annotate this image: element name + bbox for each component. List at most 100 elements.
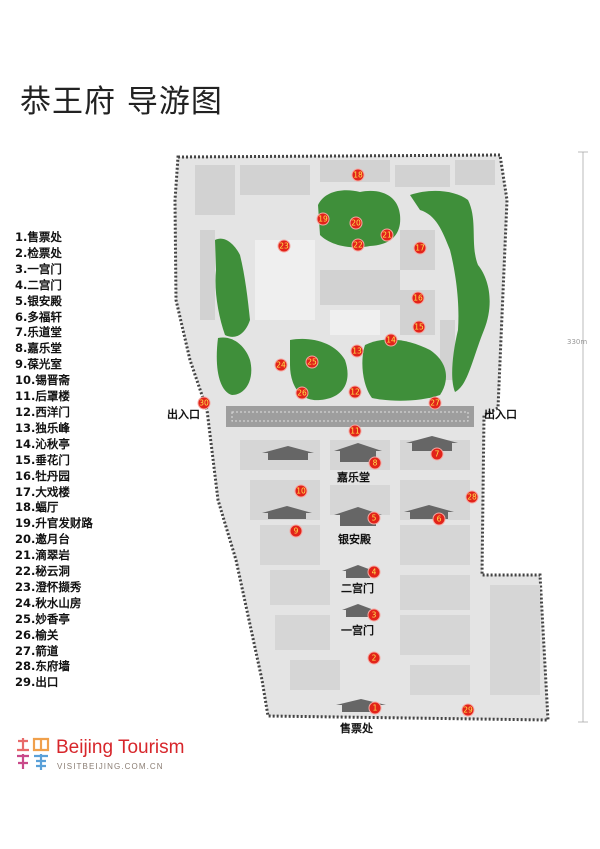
legend-item: 13.独乐峰: [15, 420, 70, 435]
marker-23-number: 23: [279, 242, 289, 251]
legend-item: 15.垂花门: [15, 452, 70, 467]
marker-10-number: 10: [296, 487, 306, 496]
marker-17[interactable]: 17: [413, 241, 427, 255]
map-title: 恭王府 导游图: [20, 84, 223, 120]
legend-item: 18.蝠厅: [15, 500, 59, 515]
marker-28-number: 28: [467, 493, 477, 502]
marker-10[interactable]: 10: [294, 484, 308, 498]
jialetang-label: 嘉乐堂: [336, 470, 370, 484]
marker-6[interactable]: 6: [432, 512, 446, 526]
marker-30[interactable]: 30: [197, 396, 211, 410]
marker-19-number: 19: [318, 215, 328, 224]
legend-item: 26.榆关: [15, 627, 59, 642]
marker-9-number: 9: [294, 527, 299, 536]
brand-name: Beijing Tourism: [56, 737, 185, 758]
marker-1-number: 1: [373, 704, 378, 713]
marker-15[interactable]: 15: [412, 320, 426, 334]
marker-22[interactable]: 22: [351, 238, 365, 252]
rear-building-windows: [231, 411, 469, 422]
ergongmen-label: 二宫门: [341, 581, 374, 595]
legend-item: 8.嘉乐堂: [15, 341, 62, 356]
marker-1[interactable]: 1: [368, 701, 382, 715]
yigongmen-label: 一宫门: [341, 623, 374, 637]
marker-5[interactable]: 5: [367, 511, 381, 525]
marker-4-number: 4: [372, 568, 377, 577]
legend-item: 3.一宫门: [15, 261, 62, 276]
legend-item: 10.锡晋斋: [15, 373, 70, 388]
legend-item: 9.葆光室: [15, 357, 62, 372]
marker-11-number: 11: [350, 427, 360, 436]
rear-building: [226, 406, 474, 427]
marker-27[interactable]: 27: [428, 396, 442, 410]
legend-item: 16.牡丹园: [15, 468, 70, 483]
marker-24-number: 24: [276, 361, 286, 370]
legend-item: 28.东府墙: [15, 659, 70, 674]
marker-25-number: 25: [307, 358, 317, 367]
legend-item: 1.售票处: [15, 230, 62, 244]
legend-item: 24.秋水山房: [15, 595, 82, 610]
marker-2-number: 2: [372, 654, 377, 663]
marker-22-number: 22: [353, 241, 363, 250]
legend-item: 27.箭道: [15, 643, 59, 658]
legend-item: 29.出口: [15, 675, 59, 690]
entrance-west-label: 出入口: [167, 407, 200, 421]
marker-9[interactable]: 9: [289, 524, 303, 538]
marker-18[interactable]: 18: [351, 168, 365, 182]
marker-16[interactable]: 16: [411, 291, 425, 305]
legend-item: 23.澄怀撷秀: [15, 579, 82, 594]
legend-item: 21.滴翠岩: [15, 548, 70, 563]
marker-5-number: 5: [372, 514, 377, 523]
marker-8[interactable]: 8: [368, 456, 382, 470]
marker-7[interactable]: 7: [430, 447, 444, 461]
marker-13[interactable]: 13: [350, 344, 364, 358]
yinandian-label: 银安殿: [338, 532, 372, 546]
legend-item: 14.沁秋亭: [15, 436, 70, 451]
legend-item: 7.乐道堂: [15, 325, 62, 340]
marker-29[interactable]: 29: [461, 703, 475, 717]
legend-item: 5.银安殿: [15, 293, 62, 308]
marker-2[interactable]: 2: [367, 651, 381, 665]
shoupiaochu-label: 售票处: [339, 721, 374, 735]
legend-item: 2.检票处: [15, 245, 62, 260]
marker-3-number: 3: [372, 611, 377, 620]
marker-18-number: 18: [353, 171, 363, 180]
brand-url[interactable]: VISITBEIJING.COM.CN: [57, 762, 164, 771]
marker-3[interactable]: 3: [367, 608, 381, 622]
marker-12[interactable]: 12: [348, 385, 362, 399]
entrance-east-label: 出入口: [484, 407, 517, 421]
marker-4[interactable]: 4: [367, 565, 381, 579]
marker-11[interactable]: 11: [348, 424, 362, 438]
marker-8-number: 8: [373, 459, 378, 468]
scale-label: 330m: [567, 338, 587, 346]
logo-mark-icon: [17, 737, 50, 770]
legend-item: 12.西洋门: [15, 404, 70, 419]
garden-buildings: [195, 160, 495, 380]
legend-list: 1.售票处 2.检票处 3.一宫门 4.二宫门 5.银安殿 6.多福轩 7.乐道…: [15, 230, 93, 691]
legend-item: 19.升官发财路: [15, 516, 93, 531]
marker-21[interactable]: 21: [380, 228, 394, 242]
marker-27-number: 27: [430, 399, 440, 408]
marker-29-number: 29: [463, 706, 473, 715]
marker-19[interactable]: 19: [316, 212, 330, 226]
marker-24[interactable]: 24: [274, 358, 288, 372]
marker-25[interactable]: 25: [305, 355, 319, 369]
legend-item: 17.大戏楼: [15, 484, 70, 499]
marker-17-number: 17: [415, 244, 425, 253]
legend-item: 20.邀月台: [15, 532, 70, 547]
marker-30-number: 30: [199, 399, 209, 408]
legend-item: 11.后罩楼: [15, 389, 70, 404]
marker-12-number: 12: [350, 388, 360, 397]
marker-23[interactable]: 23: [277, 239, 291, 253]
legend-item: 6.多福轩: [15, 309, 62, 324]
marker-26-number: 26: [297, 389, 307, 398]
boundary-wall: [173, 153, 550, 722]
legend-item: 22.秘云洞: [15, 564, 70, 579]
marker-28[interactable]: 28: [465, 490, 479, 504]
marker-14[interactable]: 14: [384, 333, 398, 347]
marker-15-number: 15: [414, 323, 424, 332]
marker-20[interactable]: 20: [349, 216, 363, 230]
beijing-tourism-logo: Beijing Tourism VISITBEIJING.COM.CN: [14, 736, 214, 776]
marker-21-number: 21: [382, 231, 392, 240]
legend-item: 25.妙香亭: [15, 611, 70, 626]
marker-26[interactable]: 26: [295, 386, 309, 400]
